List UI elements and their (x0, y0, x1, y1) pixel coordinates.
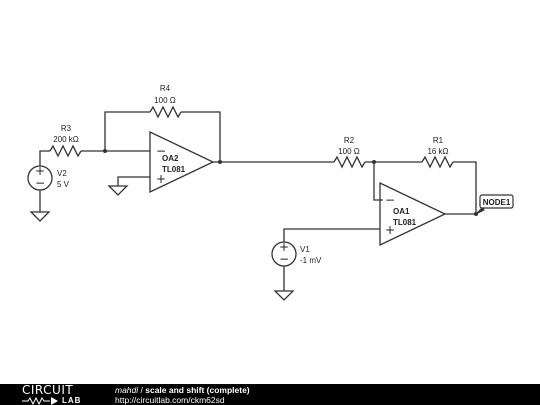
resistor-r2[interactable]: R2 100 Ω (333, 136, 366, 169)
v1-name: V1 (300, 245, 310, 254)
svg-text:−: − (156, 144, 166, 158)
svg-text:+: + (385, 223, 395, 237)
node1-text: NODE1 (483, 198, 511, 207)
author-link[interactable]: mahdi (115, 385, 139, 395)
svg-text:−: − (385, 193, 395, 207)
r3-name: R3 (61, 124, 72, 133)
v2-ground (29, 190, 51, 222)
v1-value: -1 mV (300, 256, 322, 265)
r4-value: 100 Ω (154, 96, 176, 105)
node1-label[interactable]: NODE1 (475, 194, 514, 215)
v1-wires (283, 228, 380, 242)
svg-text:+: + (35, 164, 45, 178)
svg-text:−: − (35, 176, 45, 190)
svg-text:+: + (279, 240, 289, 254)
svg-text:−: − (279, 252, 289, 266)
logo-top-text: CIRCUIT (22, 383, 74, 397)
r3-value: 200 kΩ (53, 135, 79, 144)
oa2-output-wire (213, 160, 334, 164)
voltage-source-v1[interactable]: + − V1 -1 mV (271, 240, 322, 267)
credits-separator: / (138, 385, 146, 395)
resistor-r4[interactable]: R4 100 Ω (149, 84, 182, 119)
opamp-oa2[interactable]: − + OA2 TL081 (149, 130, 215, 194)
v1-ground (273, 266, 295, 301)
r2-value: 100 Ω (338, 147, 360, 156)
opamp-oa1[interactable]: − + OA1 TL081 (379, 181, 447, 247)
r4-wires (104, 111, 221, 162)
svg-text:+: + (156, 172, 166, 186)
resistor-r3[interactable]: R3 200 kΩ (49, 124, 82, 158)
oa2-ground (107, 176, 150, 196)
oa2-model: TL081 (162, 165, 186, 174)
circuit-credits: mahdi / scale and shift (complete) http:… (115, 385, 250, 405)
footer-bar: CIRCUIT LAB mahdi / scale and shift (com… (0, 384, 540, 405)
logo-wave-icon (22, 396, 58, 405)
r3-wires (39, 149, 150, 166)
voltage-source-v2[interactable]: + − V2 5 V (27, 164, 70, 191)
resistor-r1[interactable]: R1 16 kΩ (421, 136, 454, 169)
r1-name: R1 (433, 136, 444, 145)
circuit-url[interactable]: http://circuitlab.com/ckm62sd (115, 395, 225, 405)
v2-value: 5 V (57, 180, 70, 189)
v2-name: V2 (57, 169, 67, 178)
r4-name: R4 (160, 84, 171, 93)
oa1-name: OA1 (393, 207, 410, 216)
r1-wires (445, 161, 478, 216)
circuit-title: scale and shift (complete) (145, 385, 250, 395)
logo-bottom-text: LAB (62, 396, 82, 405)
oa2-name: OA2 (162, 154, 179, 163)
r2-name: R2 (344, 136, 355, 145)
schematic-canvas: R4 100 Ω R3 200 kΩ + − V2 5 V − + OA2 TL… (27, 84, 514, 301)
oa1-model: TL081 (393, 218, 417, 227)
r1-value: 16 kΩ (427, 147, 448, 156)
circuitlab-logo[interactable]: CIRCUIT LAB (22, 384, 102, 405)
